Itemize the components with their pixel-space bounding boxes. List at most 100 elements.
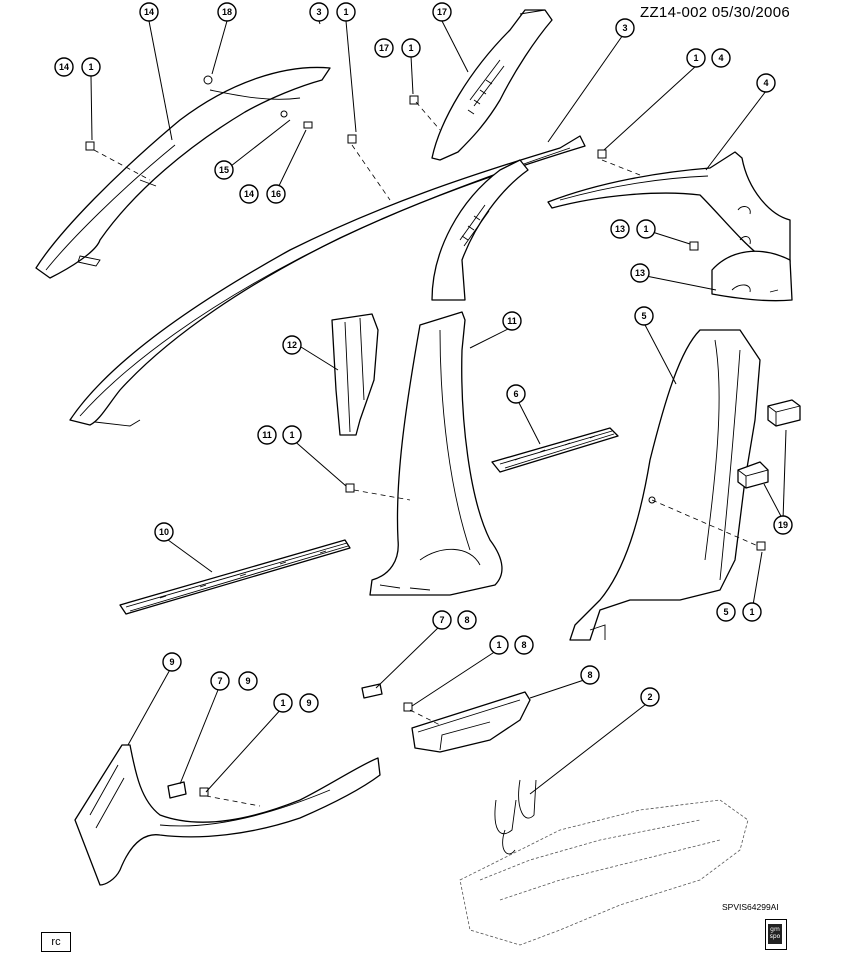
- alignment-lines: [93, 101, 759, 807]
- callout-9-c[interactable]: 9: [299, 693, 319, 713]
- callout-label: 9: [306, 698, 311, 708]
- part-19-blocks[interactable]: [737, 399, 801, 489]
- callout-7-b[interactable]: 7: [210, 671, 230, 691]
- callout-1-top[interactable]: 1: [336, 2, 356, 22]
- callout-7-a[interactable]: 7: [432, 610, 452, 630]
- callout-label: 7: [439, 615, 444, 625]
- callout-15[interactable]: 15: [214, 160, 234, 180]
- callout-1-9[interactable]: 1: [273, 693, 293, 713]
- callout-8-c[interactable]: 8: [580, 665, 600, 685]
- callout-label: 1: [343, 7, 348, 17]
- callout-3-top[interactable]: 3: [309, 2, 329, 22]
- callout-18[interactable]: 18: [217, 2, 237, 22]
- callout-label: 13: [615, 224, 625, 234]
- callout-1-8[interactable]: 1: [489, 635, 509, 655]
- callout-label: 9: [245, 676, 250, 686]
- callout-9-b[interactable]: 9: [238, 671, 258, 691]
- callout-label: 10: [159, 527, 169, 537]
- callout-1-5[interactable]: 1: [742, 602, 762, 622]
- callout-label: 11: [507, 316, 517, 326]
- callout-label: 3: [622, 23, 627, 33]
- callout-1-13[interactable]: 1: [636, 219, 656, 239]
- rc-label: rc: [41, 932, 71, 952]
- callout-label: 14: [144, 7, 154, 17]
- callout-13-a[interactable]: 13: [610, 219, 630, 239]
- callout-17-mid[interactable]: 17: [374, 38, 394, 58]
- callout-label: 1: [289, 430, 294, 440]
- callout-label: 9: [169, 657, 174, 667]
- callout-label: 2: [647, 692, 652, 702]
- part-10-sill-plate[interactable]: [119, 539, 351, 615]
- callout-6[interactable]: 6: [506, 384, 526, 404]
- callout-label: 1: [280, 698, 285, 708]
- callout-14-top[interactable]: 14: [139, 2, 159, 22]
- callout-11-a[interactable]: 11: [502, 311, 522, 331]
- gm-spo-logo-text: gm spo: [768, 924, 782, 944]
- part-6-sill-plate[interactable]: [491, 427, 619, 473]
- callout-label: 3: [316, 7, 321, 17]
- callout-8-a[interactable]: 8: [457, 610, 477, 630]
- callout-2[interactable]: 2: [640, 687, 660, 707]
- callout-label: 1: [749, 607, 754, 617]
- callout-label: 6: [513, 389, 518, 399]
- callout-17-top[interactable]: 17: [432, 2, 452, 22]
- diagram-code: ZZ14-002 05/30/2006: [640, 4, 790, 21]
- part-2-body-reference[interactable]: [459, 779, 749, 946]
- part-9-rocker-trim[interactable]: [74, 744, 381, 886]
- part-3-roof-rail[interactable]: [69, 135, 586, 427]
- callout-11-b[interactable]: 11: [257, 425, 277, 445]
- callout-label: 7: [217, 676, 222, 686]
- part-14-pillar-trim[interactable]: [35, 66, 331, 279]
- callout-14-16[interactable]: 14: [239, 184, 259, 204]
- callout-4-b[interactable]: 4: [756, 73, 776, 93]
- callout-9-a[interactable]: 9: [162, 652, 182, 672]
- callout-label: 8: [587, 670, 592, 680]
- callout-label: 8: [521, 640, 526, 650]
- callout-label: 4: [763, 78, 768, 88]
- callout-label: 11: [262, 430, 272, 440]
- callout-label: 1: [408, 43, 413, 53]
- callout-19[interactable]: 19: [773, 515, 793, 535]
- part-5-quarter-lower[interactable]: [569, 329, 761, 641]
- callout-label: 14: [244, 189, 254, 199]
- callout-8-b[interactable]: 8: [514, 635, 534, 655]
- gm-spo-logo: gm spo: [765, 919, 787, 950]
- callout-label: 12: [287, 340, 297, 350]
- callout-4-a[interactable]: 4: [711, 48, 731, 68]
- callout-3-right[interactable]: 3: [615, 18, 635, 38]
- reference-code: SPVIS64299AI: [722, 902, 779, 912]
- callout-label: 13: [635, 268, 645, 278]
- callout-label: 1: [643, 224, 648, 234]
- callout-label: 19: [778, 520, 788, 530]
- callout-label: 1: [496, 640, 501, 650]
- callout-1-left[interactable]: 1: [81, 57, 101, 77]
- callout-16[interactable]: 16: [266, 184, 286, 204]
- part-17-pillar-lower[interactable]: [431, 159, 529, 301]
- callout-label: 18: [222, 7, 232, 17]
- callout-10[interactable]: 10: [154, 522, 174, 542]
- callout-label: 14: [59, 62, 69, 72]
- callout-1-4[interactable]: 1: [686, 48, 706, 68]
- callout-13-b[interactable]: 13: [630, 263, 650, 283]
- callout-label: 1: [88, 62, 93, 72]
- part-4-quarter-upper[interactable]: [547, 151, 791, 263]
- callout-14-left[interactable]: 14: [54, 57, 74, 77]
- part-12-b-pillar-upper[interactable]: [331, 313, 379, 436]
- leader-lines: [90, 20, 787, 795]
- callout-5-b[interactable]: 5: [716, 602, 736, 622]
- callout-1-17[interactable]: 1: [401, 38, 421, 58]
- callout-label: 17: [379, 43, 389, 53]
- part-13-quarter-lower[interactable]: [711, 250, 793, 302]
- callout-label: 1: [693, 53, 698, 63]
- callout-label: 17: [437, 7, 447, 17]
- part-17-pillar-upper[interactable]: [431, 9, 553, 161]
- part-11-b-pillar-lower[interactable]: [369, 311, 503, 596]
- callout-label: 4: [718, 53, 723, 63]
- callout-label: 16: [271, 189, 281, 199]
- callout-label: 15: [219, 165, 229, 175]
- callout-12[interactable]: 12: [282, 335, 302, 355]
- callout-label: 5: [723, 607, 728, 617]
- part-8-rear-rocker[interactable]: [411, 691, 531, 753]
- callout-1-11[interactable]: 1: [282, 425, 302, 445]
- callout-5-a[interactable]: 5: [634, 306, 654, 326]
